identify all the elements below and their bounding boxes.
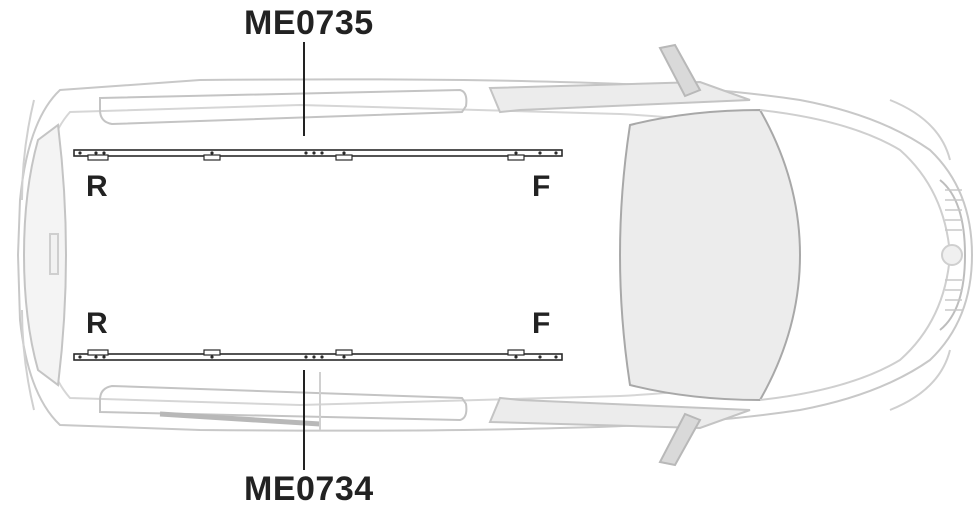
roof-rail-top	[73, 149, 563, 161]
rear-marker-bottom: R	[86, 307, 108, 340]
van-body-outline	[16, 78, 973, 432]
bonnet	[759, 99, 967, 411]
windshield	[618, 108, 802, 402]
front-grille	[945, 189, 962, 311]
roof-rail-bottom	[73, 349, 563, 361]
rear-marker-top: R	[86, 170, 108, 203]
front-marker-top: F	[532, 170, 551, 203]
front-marker-bottom: F	[532, 307, 551, 340]
part-number-top: ME0735	[244, 4, 374, 42]
part-number-bottom: ME0734	[244, 470, 374, 508]
side-mirrors	[658, 43, 702, 467]
